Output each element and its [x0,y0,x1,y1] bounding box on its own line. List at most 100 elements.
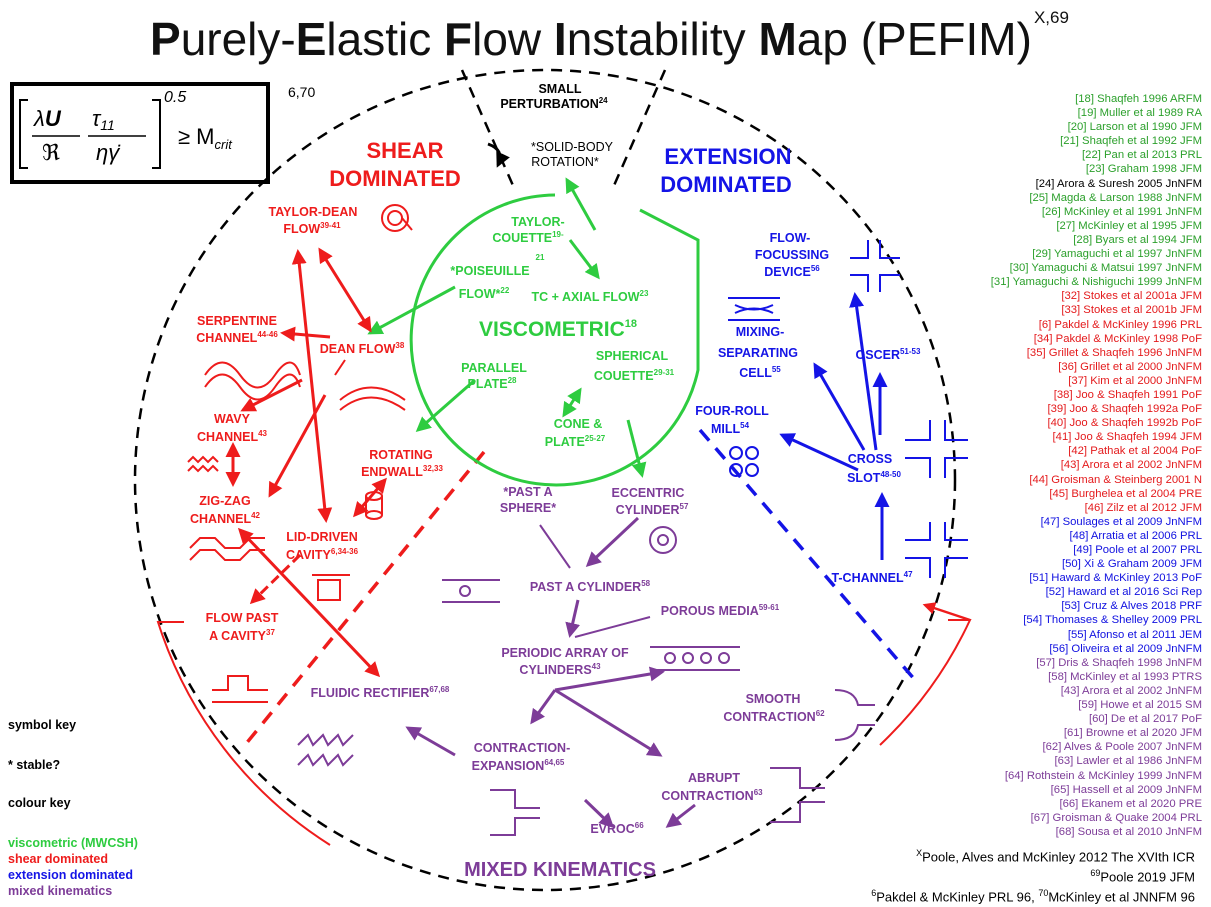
node-contraction-exp-1: CONTRACTION- [474,741,571,755]
node-serpentine-2: CHANNEL44-46 [196,330,278,345]
reference-item: [45] Burghelea et al 2004 PRE [1049,487,1202,500]
arrow-to-eccentric [626,419,647,478]
reference-item: [46] Zilz et al 2012 JFM [1084,501,1202,514]
node-solid-body-1: *SOLID-BODY [531,140,614,154]
node-cross-1: CROSS [848,452,892,466]
zigzag-symbol [189,537,265,549]
extension-bracket [879,619,972,746]
smooth-symbol [834,689,875,741]
node-abrupt-2: CONTRACTION63 [661,788,763,803]
node-small-pert-2: PERTURBATION24 [500,96,608,111]
colour-key-label: colour key [8,796,71,810]
reference-item: [43] Arora et al 2002 JnNFM [1060,459,1202,472]
lid-symbol [312,574,350,601]
reference-item: [20] Larson et al 1990 JFM [1067,121,1202,134]
reference-item: [24] Arora & Suresh 2005 JnNFM [1035,177,1202,190]
dean-symbol-2 [339,396,406,411]
arrow-cross-mixing [813,362,866,451]
node-flow-cavity-1: FLOW PAST [206,611,279,625]
node-taylor-couette-1: TAYLOR- [511,215,564,229]
arrow-dean-serpentine [280,326,331,342]
wavy-symbol-2 [187,464,219,473]
reference-item: [23] Graham 1998 JFM [1085,163,1202,176]
arrow-to-rotating [415,378,476,432]
region-extension-2: DOMINATED [660,172,792,197]
equation-rhs: ≥ Mcrit [178,124,233,152]
arrow-to-contraction-exp [530,689,557,725]
reference-item: [6] Pakdel & McKinley 1996 PRL [1038,318,1202,331]
node-porous: POROUS MEDIA59-61 [661,603,780,618]
reference-item: [59] Howe et al 2015 SM [1078,699,1202,712]
node-cone-2: PLATE25-27 [545,434,606,449]
arrow-taylordean-lid [291,249,333,523]
rotating-symbol [365,491,383,520]
reference-item: [56] Oliveira et al 2009 JnNFM [1049,642,1202,655]
reference-item: [43] Arora et al 2002 JnNFM [1060,684,1202,697]
node-flow-focus-3: DEVICE56 [764,264,820,279]
node-past-sphere-2: SPHERE* [500,501,556,515]
reference-item: [63] Lawler et al 1986 JnNFM [1054,755,1202,768]
reference-item: [68] Sousa et al 2010 JnNFM [1055,825,1202,838]
node-flow-focus-1: FLOW- [770,231,811,245]
arrow-to-flow-cavity [249,553,302,605]
reference-item: [51] Haward & McKinley 2013 PoF [1029,572,1202,585]
region-viscometric: VISCOMETRIC18 [479,318,637,341]
reference-item: [55] Afonso et al 2011 JEM [1067,628,1202,641]
mixing-symbol [728,297,780,321]
tchannel-symbol [905,522,968,578]
reference-item: [37] Kim et al 2000 JnNFM [1068,374,1202,387]
reference-item: [42] Pathak et al 2004 PoF [1068,445,1202,458]
reference-item: [29] Yamaguchi et al 1997 JnNFM [1032,248,1202,261]
node-taylor-couette-2: COUETTE19- [492,230,564,245]
svg-text:λU: λU [33,106,62,131]
shear-bracket [156,621,331,846]
reference-item: [31] Yamaguchi & Nishiguchi 1999 JnNFM [990,276,1202,289]
reference-item: [30] Yamaguchi & Matsui 1997 JnNFM [1009,262,1202,275]
node-contraction-exp-2: EXPANSION64,65 [472,758,565,773]
four-roll-symbol [729,446,759,477]
node-smooth-1: SMOOTH [746,692,801,706]
arrow-to-abrupt [554,688,663,757]
key-extension: extension dominated [8,868,134,882]
node-lid-1: LID-DRIVEN [286,530,358,544]
reference-item: [19] Muller et al 1989 RA [1077,107,1202,120]
stable-key-label: * stable? [8,758,61,772]
symbol-key-label: symbol key [8,718,77,732]
region-shear-2: DOMINATED [329,166,461,191]
divider-top-left [460,69,517,191]
node-oscer: OSCER51-53 [856,347,921,362]
outer-boundary-circle [133,68,957,892]
divider-shear-mixed [243,450,486,747]
node-dean: DEAN FLOW38 [320,341,405,356]
reference-item: [47] Soulages et al 2009 JnNFM [1040,515,1202,528]
node-flow-focus-2: FOCUSSING [755,248,829,262]
reference-item: [25] Magda & Larson 1988 JnNFM [1029,191,1202,204]
node-tc-axial: TC + AXIAL FLOW23 [532,289,649,304]
cross-symbol [905,420,968,478]
node-spherical-1: SPHERICAL [596,349,669,363]
node-tchannel: T-CHANNEL47 [831,570,913,585]
reference-item: [34] Pakdel & McKinley 1998 PoF [1033,332,1202,345]
page-title: Purely-Elastic Flow Instability Map (PEF… [150,8,1069,65]
reference-list: [18] Shaqfeh 1996 ARFM[19] Muller et al … [902,92,1202,839]
region-extension-1: EXTENSION [664,144,791,169]
key-viscometric: viscometric (MWCSH) [8,836,138,850]
reference-item: [57] Dris & Shaqfeh 1998 JnNFM [1036,656,1202,669]
node-spherical-2: COUETTE29-31 [594,368,675,383]
periodic-symbol [650,646,740,671]
reference-item: [35] Grillet & Shaqfeh 1996 JnNFM [1026,346,1202,359]
contraction-exp-symbol [490,789,540,836]
node-periodic-2: CYLINDERS43 [519,662,601,677]
reference-item: [27] McKinley et al 1995 JFM [1056,219,1202,232]
divider-extension-mixed [698,428,917,682]
reference-item: [62] Alves & Poole 2007 JnNFM [1042,741,1203,754]
reference-item: [28] Byars et al 1994 JFM [1073,233,1202,246]
line-sphere-cylinder [539,524,571,569]
dean-symbol [339,386,406,401]
node-four-roll-2: MILL54 [711,421,750,436]
reference-item: [22] Pan et al 2013 PRL [1082,149,1202,162]
node-mixing-2: SEPARATING [718,346,798,360]
node-mixing-1: MIXING- [736,325,785,339]
arrow-cross-fourroll [779,433,859,472]
